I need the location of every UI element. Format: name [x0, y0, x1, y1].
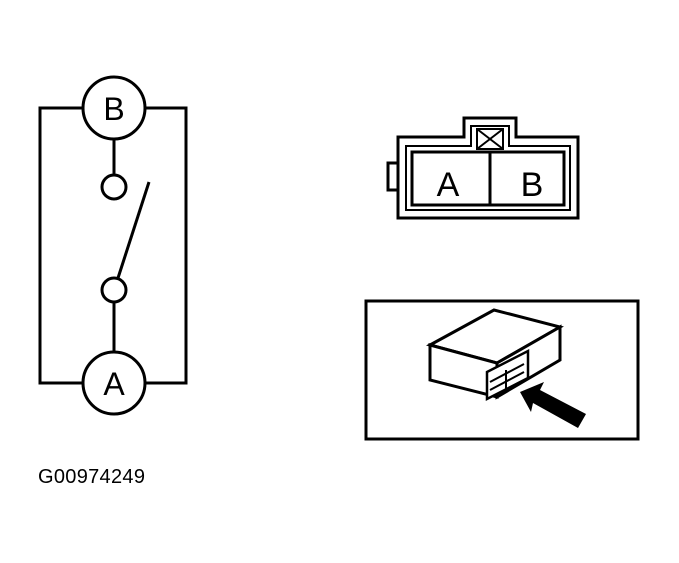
keyway: [476, 128, 504, 150]
terminal-a-label: A: [103, 366, 125, 402]
connector-face: [386, 116, 580, 220]
connector-shell-outer: [396, 116, 580, 220]
loop-wire: [145, 106, 188, 385]
keyway-cross: [476, 128, 504, 150]
switch-schematic: [38, 75, 188, 416]
contact-upper: [100, 173, 128, 201]
switch-blade: [116, 181, 151, 279]
connector-shell-inner: [405, 125, 571, 211]
pin-a-label: A: [437, 166, 460, 204]
terminal-b-label: B: [103, 91, 124, 127]
locator-inset: [364, 299, 640, 441]
figure-id: G00974249: [38, 466, 146, 488]
pin-b-label: B: [521, 166, 544, 204]
terminal-a: [81, 350, 147, 416]
pointer-arrow-icon: [520, 382, 586, 428]
loop-wire: [38, 106, 83, 385]
pin-cavity-b: [488, 150, 566, 207]
inset-frame: [364, 299, 640, 441]
contact-lower: [100, 276, 128, 304]
terminal-b: [81, 75, 147, 141]
lock-tab: [386, 161, 398, 192]
